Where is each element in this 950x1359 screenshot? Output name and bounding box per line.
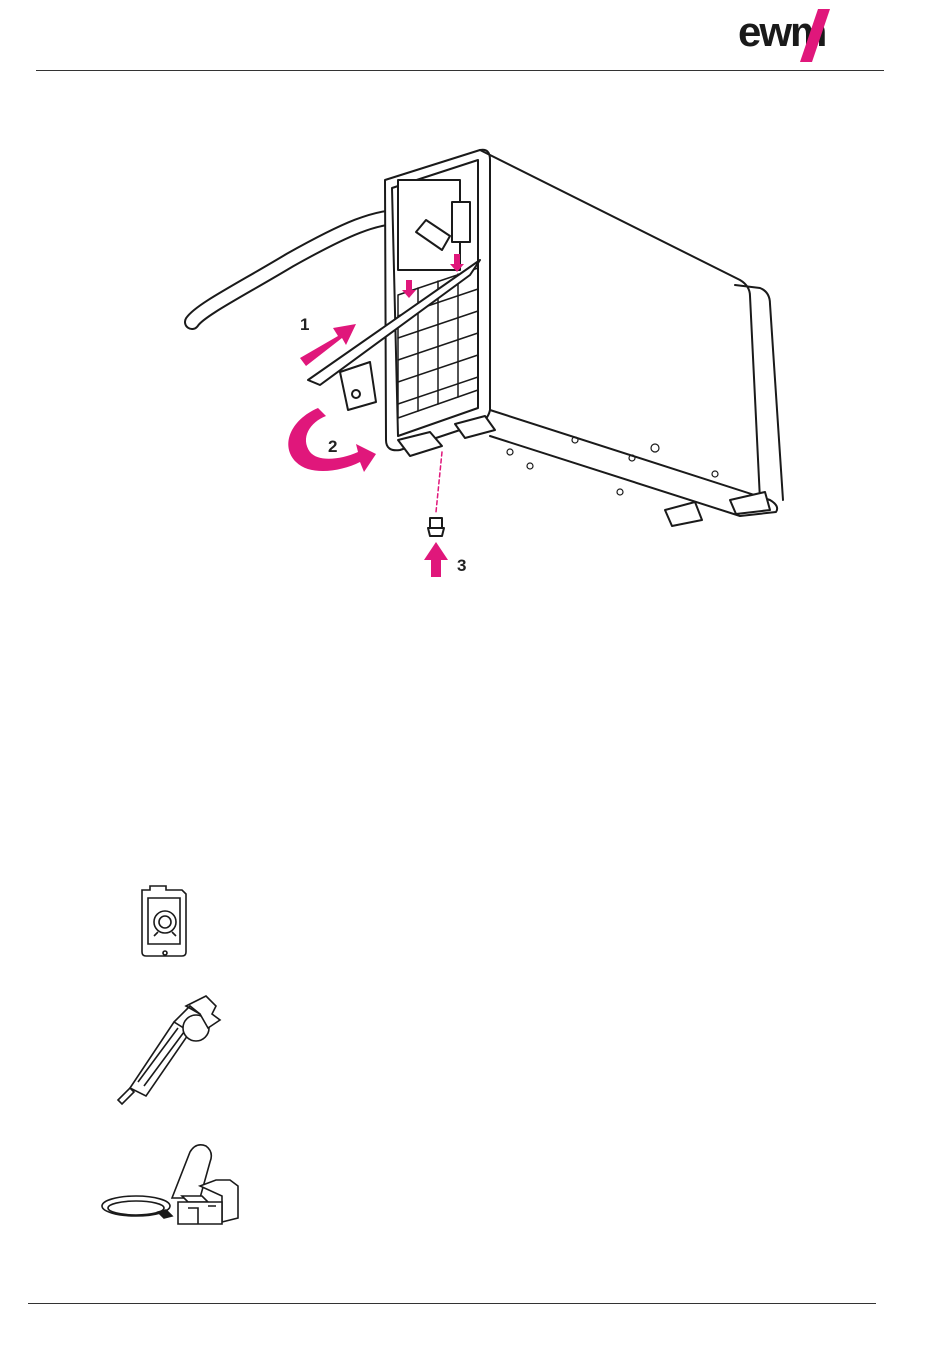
hand-remote-icon: [108, 992, 228, 1108]
screw: [428, 518, 444, 536]
step-2-label: 2: [328, 437, 337, 457]
machine-top: [480, 150, 760, 500]
header-rule: [36, 70, 884, 71]
foot-pedal-icon: [98, 1140, 246, 1226]
step-1-label: 1: [300, 315, 309, 335]
arrow-step-3: [424, 542, 448, 577]
screw-guide: [436, 452, 442, 512]
footer-rule: [28, 1303, 876, 1304]
remote-control-icon: [136, 884, 196, 960]
installation-figure: [180, 140, 800, 600]
step-3-label: 3: [457, 556, 466, 576]
logo: ewm ewm: [738, 6, 878, 62]
